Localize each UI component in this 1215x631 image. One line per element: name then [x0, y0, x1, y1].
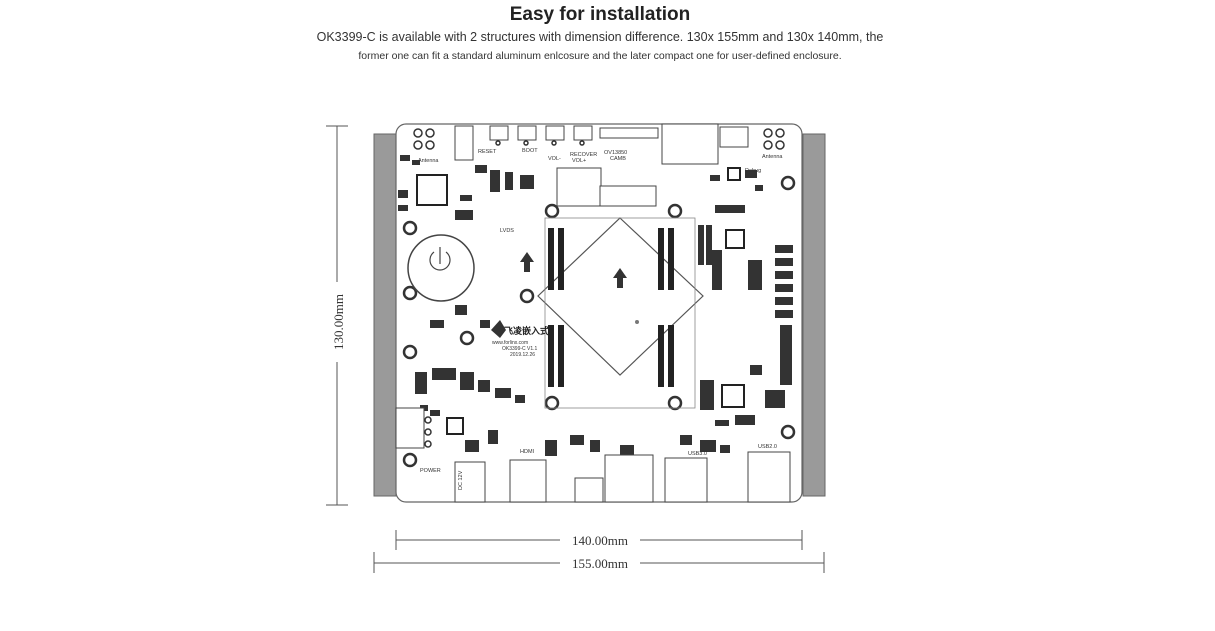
- arrow-up-icon: [520, 252, 627, 288]
- label-boot: BOOT: [522, 148, 538, 154]
- outer-width-dimension: [373, 552, 825, 573]
- core-module: [520, 217, 704, 409]
- label-vol-plus: VOL+: [572, 158, 586, 164]
- label-usb20: USB2.0: [758, 444, 777, 450]
- label-vol-minus: VOL-: [548, 156, 561, 162]
- brand-logo: 飞凌嵌入式 www.forlinx.com OK3399-C V1.1 2019…: [491, 320, 549, 358]
- description-line-2: former one can fit a standard aluminum e…: [358, 50, 842, 62]
- battery-holder: [407, 234, 475, 302]
- outer-width-label: 155.00mm: [572, 556, 628, 571]
- brand-site: www.forlinx.com: [492, 340, 528, 346]
- label-antenna-left: Antenna: [418, 158, 439, 164]
- label-power: POWER: [420, 468, 441, 474]
- height-dimension: [326, 125, 348, 506]
- left-rail: [373, 133, 397, 497]
- board-date: 2019.12.26: [510, 352, 535, 358]
- description-line-1: OK3399-C is available with 2 structures …: [316, 30, 884, 44]
- label-recover: RECOVER: [570, 152, 597, 158]
- label-debug: Debug: [745, 168, 761, 174]
- label-ov13850: OV13850: [604, 150, 627, 156]
- right-rail: [802, 133, 826, 497]
- brand-label: 飞凌嵌入式: [504, 325, 549, 337]
- board-labels: Antenna RESET BOOT VOL- VOL+ RECOVER OV1…: [418, 148, 783, 490]
- inner-width-label: 140.00mm: [572, 533, 628, 548]
- label-hdmi: HDMI: [520, 449, 535, 455]
- label-camb: CAMB: [610, 156, 626, 162]
- mounting-holes: [402, 175, 796, 468]
- label-reset: RESET: [478, 149, 497, 155]
- height-dimension-label: 130.00mm: [331, 294, 346, 350]
- bottom-connectors: [395, 407, 791, 503]
- label-dc12v: DC 12V: [458, 470, 464, 490]
- board-model: OK3399-C V1.1: [502, 346, 538, 352]
- label-lvds: LVDS: [500, 228, 514, 234]
- label-usb30: USB3.0: [688, 451, 707, 457]
- label-antenna-right: Antenna: [762, 154, 783, 160]
- components: [398, 155, 793, 456]
- chips: [416, 167, 745, 435]
- page-title: Easy for installation: [509, 4, 691, 25]
- top-connectors: [454, 123, 749, 207]
- inner-width-dimension: [395, 530, 803, 550]
